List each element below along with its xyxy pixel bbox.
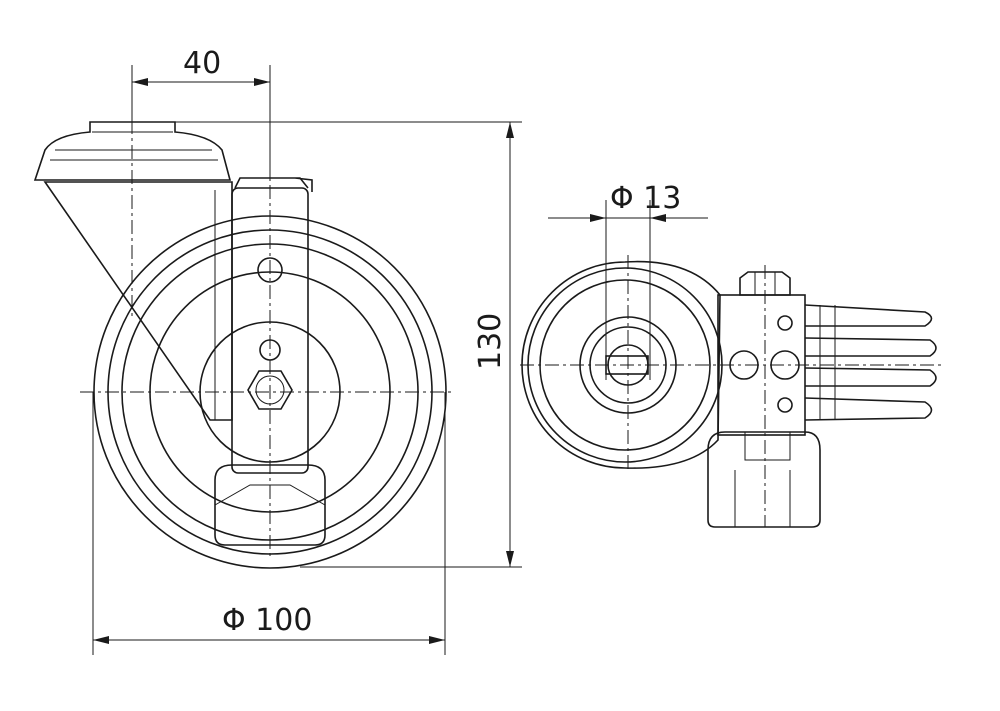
- dimension-130: 130: [175, 121, 522, 568]
- hex-nut: [247, 370, 293, 410]
- fins: [804, 304, 937, 421]
- dim-wheel-diameter-label: Φ 100: [222, 603, 312, 638]
- brake-block: [707, 431, 821, 528]
- nut: [739, 271, 791, 296]
- brake-foot: [214, 464, 326, 546]
- front-view: [520, 255, 945, 528]
- hole-icon: [257, 257, 283, 283]
- dim-height-label: 130: [473, 313, 508, 370]
- dim-offset-label: 40: [183, 46, 221, 81]
- dimension-100: Φ 100: [92, 392, 446, 655]
- dimension-13: Φ 13: [548, 181, 708, 380]
- side-view: [33, 120, 455, 569]
- dim-bore-label: Φ 13: [610, 181, 681, 216]
- dimension-40: 40: [131, 46, 271, 180]
